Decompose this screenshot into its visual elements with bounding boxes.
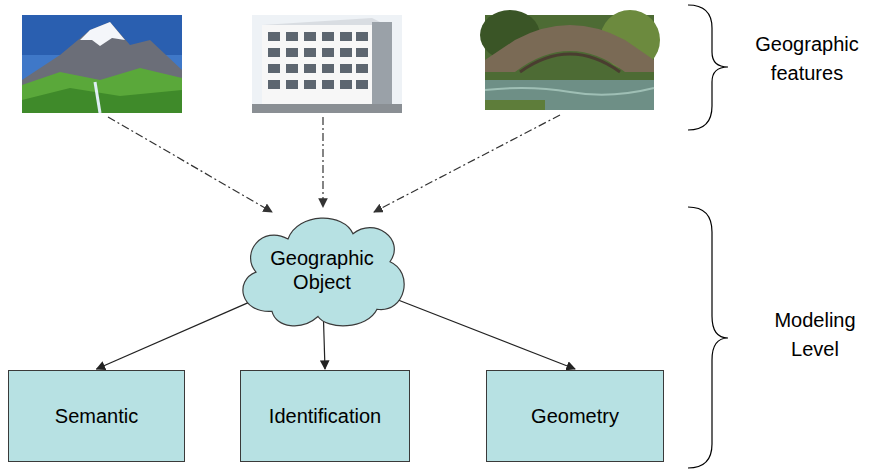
- process-box: Identification: [240, 370, 410, 462]
- building-photo: [252, 15, 402, 113]
- bracket-label: Modeling Level: [752, 306, 878, 364]
- node-text: Identification: [269, 404, 381, 428]
- connector-arrow: [388, 296, 575, 369]
- bracket-label: Geographic features: [738, 30, 876, 88]
- mountain-photo: [22, 15, 182, 113]
- connector-arrow: [97, 298, 259, 369]
- cloud-node: Geographic Object: [232, 208, 412, 332]
- cloud-outline: [232, 208, 412, 332]
- process-box: Geometry: [486, 370, 664, 462]
- process-box: Semantic: [8, 370, 185, 462]
- feature-arrows: [108, 115, 560, 212]
- connector-arrow: [323, 320, 325, 369]
- bracket: [688, 5, 728, 130]
- bridge-photo: [480, 10, 660, 110]
- node-text: Semantic: [55, 404, 138, 428]
- node-text: Geographic Object: [257, 246, 387, 294]
- node-text: Geometry: [531, 404, 619, 428]
- bracket: [688, 207, 728, 468]
